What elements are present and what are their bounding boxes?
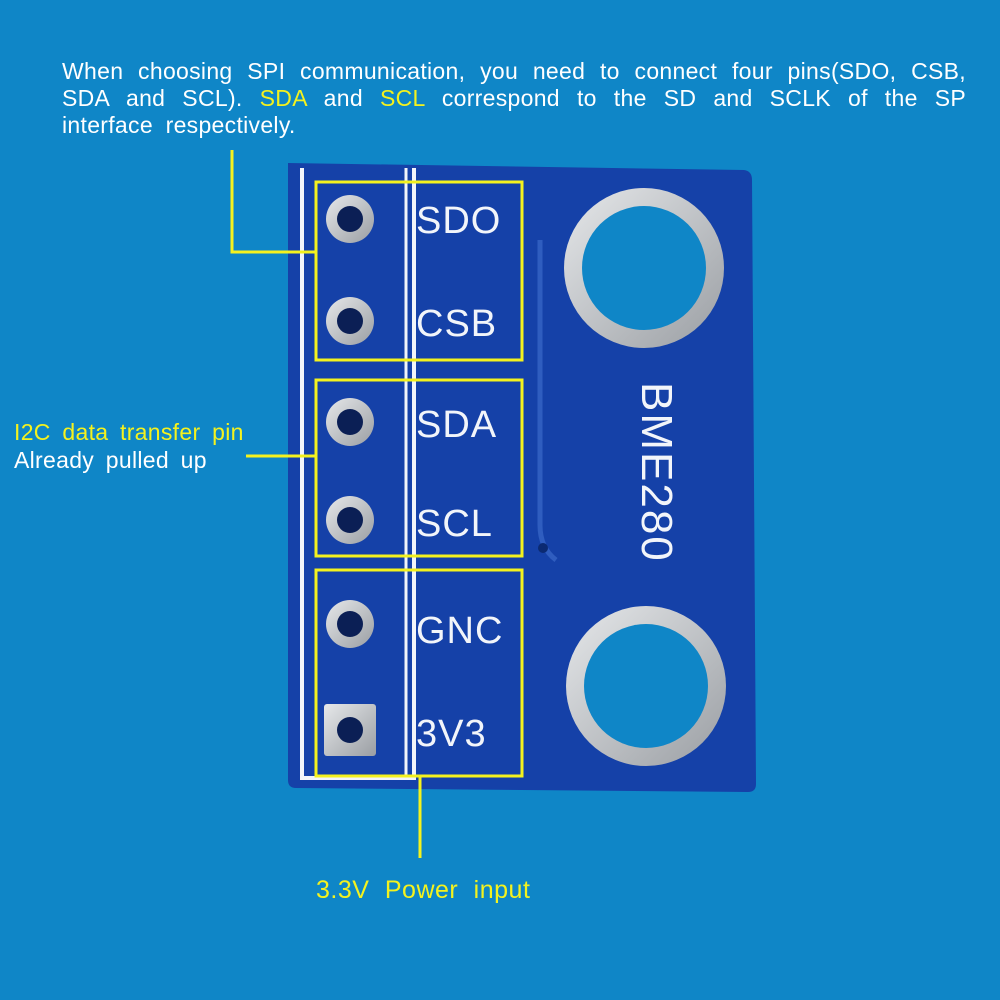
spi-annotation-text-1: When choosing SPI communication, you nee… (62, 58, 966, 111)
pin-label-sdo: SDO (416, 200, 501, 242)
i2c-annotation: I2C data transfer pin Already pulled up (14, 418, 244, 474)
pin-label-gnc: GNC (416, 610, 503, 652)
pin-label-sda: SDA (416, 404, 497, 446)
pcb-trace (537, 240, 558, 562)
leader-line-spi (230, 150, 316, 254)
pin-gnd-pad (326, 600, 374, 648)
spi-annotation-and: and (306, 85, 380, 111)
spi-annotation: When choosing SPI communication, you nee… (62, 58, 966, 139)
board-name-label: BME280 (632, 382, 681, 563)
pin-label-csb: CSB (416, 303, 497, 345)
highlight-box-spi (314, 180, 524, 362)
pin-label-scl: SCL (416, 503, 493, 545)
pin-sdo-pad (326, 195, 374, 243)
power-annotation: 3.3V Power input (316, 876, 531, 904)
mounting-hole-top (564, 188, 724, 348)
pin-3v3-pad (324, 704, 376, 756)
highlight-box-i2c (314, 378, 524, 558)
mounting-hole-bottom (566, 606, 726, 766)
silkscreen-outline (300, 168, 416, 780)
pin-scl-pad (326, 496, 374, 544)
spi-annotation-scl: SCL (379, 85, 425, 111)
spi-annotation-text-2: correspond to the SD and SCLK of the SP … (62, 85, 967, 138)
pin-label-3v3: 3V3 (416, 713, 487, 755)
pin-csb-pad (326, 297, 374, 345)
i2c-annotation-title: I2C data transfer pin (14, 419, 244, 445)
i2c-annotation-subtitle: Already pulled up (14, 447, 207, 473)
pcb-via (538, 543, 548, 553)
pin-sda-pad (326, 398, 374, 446)
spi-annotation-sda: SDA (259, 85, 307, 111)
